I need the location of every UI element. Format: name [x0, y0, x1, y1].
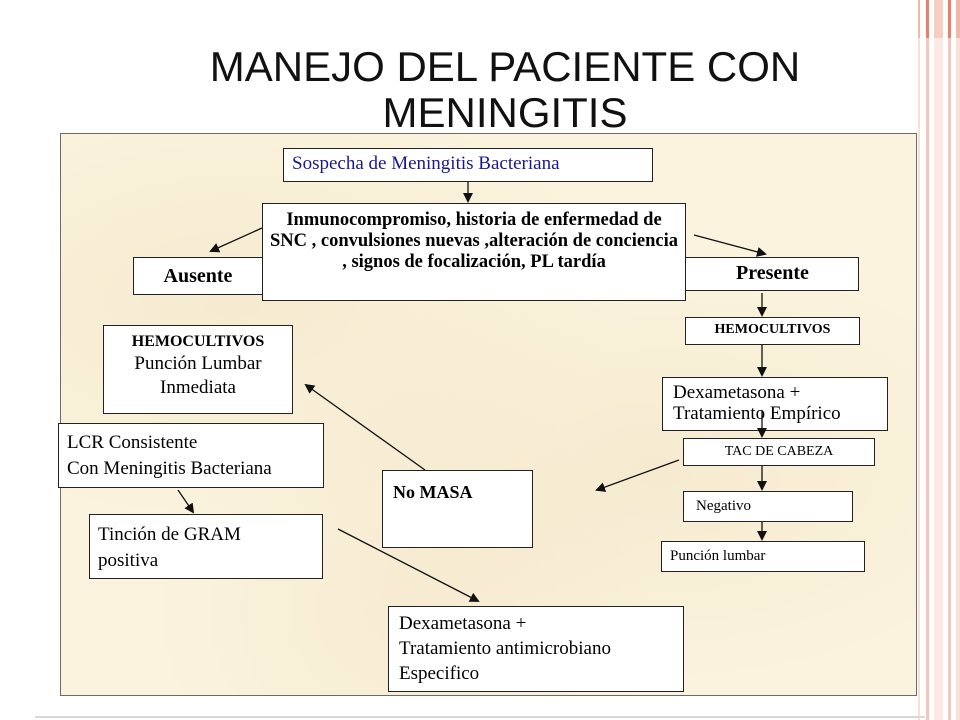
node-dexa-especifico-line1: Dexametasona +	[399, 613, 527, 634]
node-hemocultivos-presente: HEMOCULTIVOS	[685, 317, 860, 345]
node-hemocultivos-ausente: HEMOCULTIVOS Punción Lumbar Inmediata	[103, 325, 293, 414]
node-puncion-lumbar-label: Punción lumbar	[670, 548, 766, 564]
node-tincion-gram-line2: positiva	[98, 550, 159, 571]
node-criterios-label: Inmunocompromiso, historia de enfermedad…	[269, 210, 679, 272]
node-tac-label: TAC DE CABEZA	[724, 444, 834, 459]
node-tincion-gram: Tinción de GRAM positiva	[89, 514, 323, 579]
node-puncion-lumbar: Punción lumbar	[661, 541, 865, 572]
node-lcr-line2: Con Meningitis Bacteriana	[67, 458, 272, 479]
node-dexa-especifico: Dexametasona + Tratamiento antimicrobian…	[388, 606, 684, 692]
node-dexa-especifico-line3: Especifico	[399, 663, 480, 684]
node-hemocultivos-ausente-body: Punción Lumbar Inmediata	[134, 353, 262, 398]
node-no-masa-label: No MASA	[393, 482, 473, 502]
node-ausente: Ausente	[133, 257, 263, 295]
node-lcr: LCR Consistente Con Meningitis Bacterian…	[58, 423, 324, 488]
node-hemocultivos-presente-label: HEMOCULTIVOS	[714, 322, 831, 337]
slide-bottom-rule	[35, 716, 925, 718]
node-criterios: Inmunocompromiso, historia de enfermedad…	[262, 203, 686, 301]
node-sospecha: Sospecha de Meningitis Bacteriana	[283, 148, 653, 182]
node-dexa-especifico-line2: Tratamiento antimicrobiano	[399, 638, 611, 659]
node-negativo-label: Negativo	[696, 498, 751, 514]
node-negativo: Negativo	[683, 491, 853, 522]
node-lcr-line1: LCR Consistente	[67, 432, 198, 453]
node-presente: Presente	[683, 257, 859, 291]
node-presente-label: Presente	[736, 262, 809, 284]
slide-decoration-stripes	[918, 0, 960, 720]
node-tac: TAC DE CABEZA	[683, 438, 875, 466]
node-tincion-gram-line1: Tinción de GRAM	[98, 524, 241, 545]
node-hemocultivos-ausente-title: HEMOCULTIVOS	[131, 333, 265, 350]
node-ausente-label: Ausente	[163, 265, 233, 287]
node-sospecha-label: Sospecha de Meningitis Bacteriana	[292, 153, 560, 174]
page-title: MANEJO DEL PACIENTE CON MENINGITIS	[209, 43, 801, 136]
node-dexa-empirico-line2: Tratamiento Empírico	[673, 403, 841, 424]
node-no-masa: No MASA	[382, 470, 533, 548]
node-dexa-empirico-line1: Dexametasona +	[673, 382, 801, 403]
node-dexa-empirico: Dexametasona + Tratamiento Empírico	[662, 377, 888, 431]
